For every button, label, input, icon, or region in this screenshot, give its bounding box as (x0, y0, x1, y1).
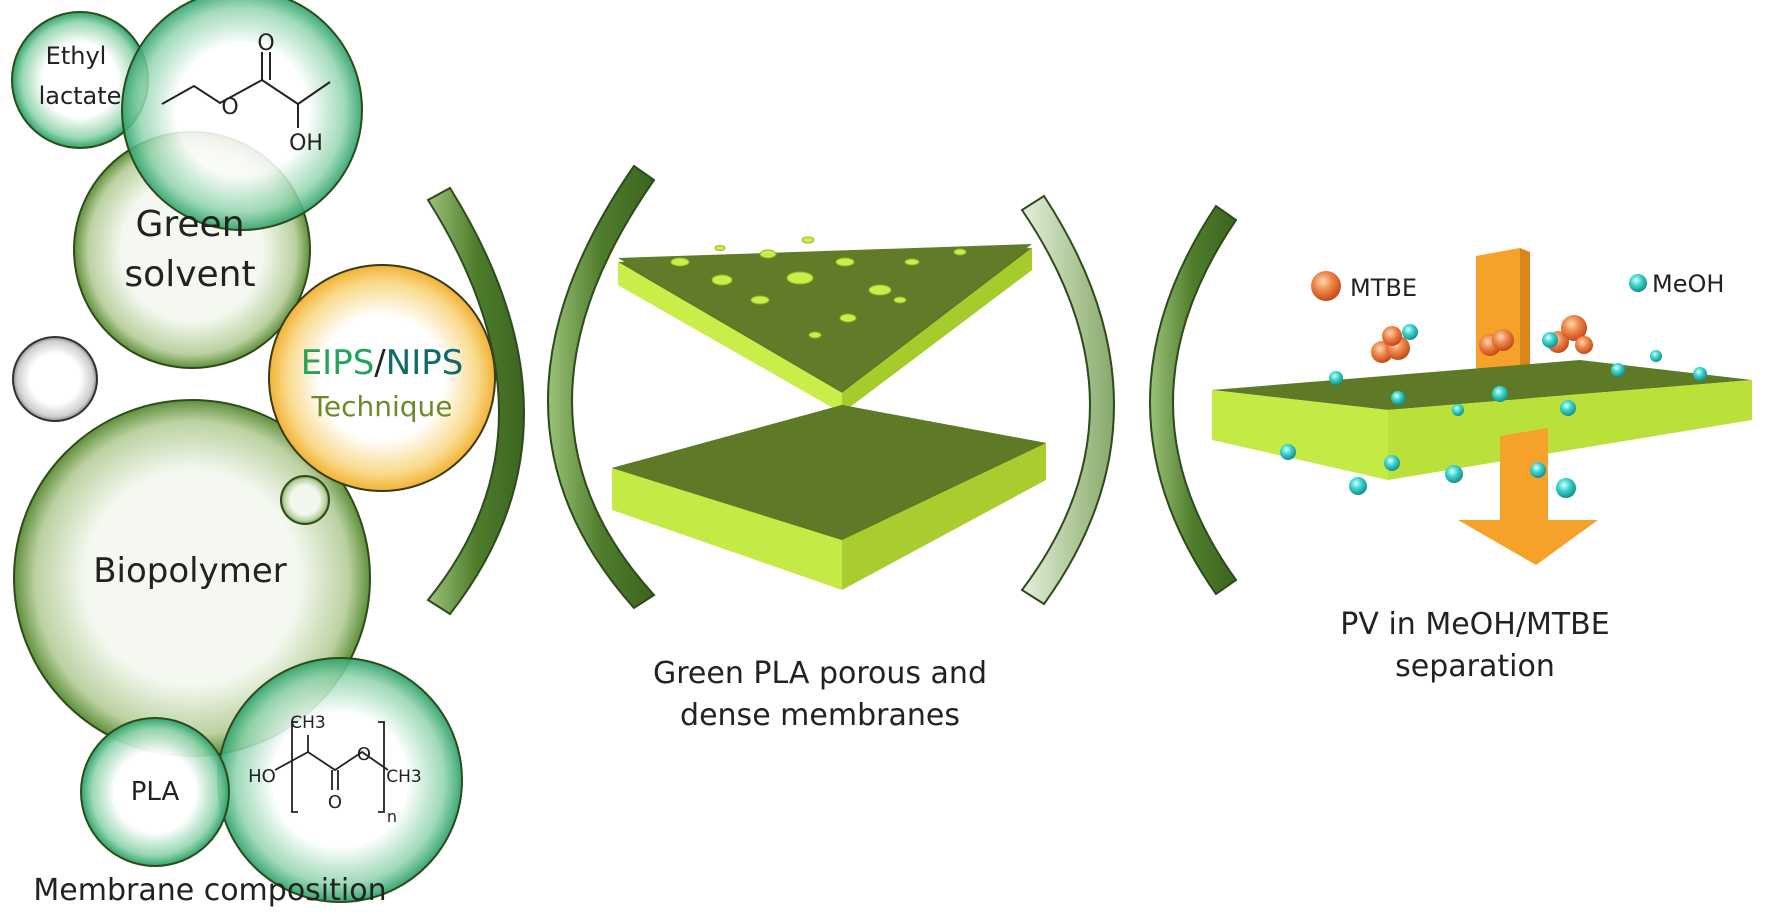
membranes-group: Green PLA porous and dense membranes (612, 236, 1046, 733)
membranes-caption-line2: dense membranes (680, 698, 960, 733)
ethyl-lactate-o-carbonyl: O (257, 31, 274, 56)
technique-label: Technique (311, 390, 453, 423)
bracket-right-1 (1020, 194, 1115, 606)
green-solvent-label-line2: solvent (124, 254, 255, 295)
pla-o-chain: O (357, 744, 371, 765)
pla-ch3-end: CH3 (386, 767, 421, 787)
slash-text: / (374, 343, 386, 383)
meoh-legend-icon (1629, 274, 1647, 292)
eips-text: EIPS (301, 343, 375, 383)
ethyl-lactate-label-line1: Ethyl (46, 42, 107, 70)
green-solvent-label-line1: Green (135, 204, 244, 245)
pla-structure (274, 721, 389, 813)
dense-membrane (612, 405, 1046, 590)
pla-bubble (80, 717, 230, 867)
bracket-right-2 (1149, 204, 1238, 596)
small-grey-bubble (12, 336, 98, 422)
pla-n-subscript: n (387, 807, 397, 826)
brackets-group (426, 164, 1238, 616)
meoh-legend-label: MeOH (1652, 270, 1724, 298)
ethyl-lactate-structure (161, 52, 331, 128)
membranes-caption-line1: Green PLA porous and (653, 656, 987, 691)
ethyl-lactate-o-ester: O (221, 95, 238, 120)
pla-o-carbonyl: O (328, 792, 342, 813)
pv-membrane-front (1212, 390, 1388, 480)
pla-label: PLA (131, 777, 180, 807)
membrane-pores (670, 236, 967, 339)
nips-text: NIPS (386, 343, 464, 383)
technique-eips-nips-label: EIPS/NIPS (301, 343, 464, 383)
bracket-left-2 (547, 164, 656, 610)
membrane-composition-caption: Membrane composition (33, 873, 386, 908)
permeate-arrow-head (1458, 428, 1598, 565)
pervaporation-group: MTBE MeOH PV in MeOH/MTBE separation (1212, 248, 1752, 684)
pla-ho: HO (248, 766, 276, 787)
porous-membrane (618, 236, 1032, 413)
membrane-composition-group: O O OH Ethyl lactate Green solvent EIPS/… (11, 0, 496, 908)
permeate-arrow-shaft-top (1476, 248, 1520, 400)
pla-ch3-top: CH3 (290, 713, 325, 733)
pv-caption-line1: PV in MeOH/MTBE (1340, 607, 1609, 642)
biopolymer-label: Biopolymer (93, 551, 287, 591)
pv-caption-line2: separation (1395, 649, 1555, 684)
ethyl-lactate-oh: OH (289, 131, 323, 156)
mtbe-legend-icon (1311, 271, 1341, 301)
ethyl-lactate-structure-bubble (121, 0, 363, 231)
meoh-molecules (1280, 324, 1707, 498)
ethyl-lactate-label-line2: lactate (39, 82, 122, 110)
mtbe-legend-label: MTBE (1350, 274, 1417, 302)
technique-bubble (268, 264, 496, 492)
bracket-left-1 (426, 186, 525, 616)
pv-membrane-side (1388, 380, 1752, 480)
small-green-bubble (280, 475, 330, 525)
